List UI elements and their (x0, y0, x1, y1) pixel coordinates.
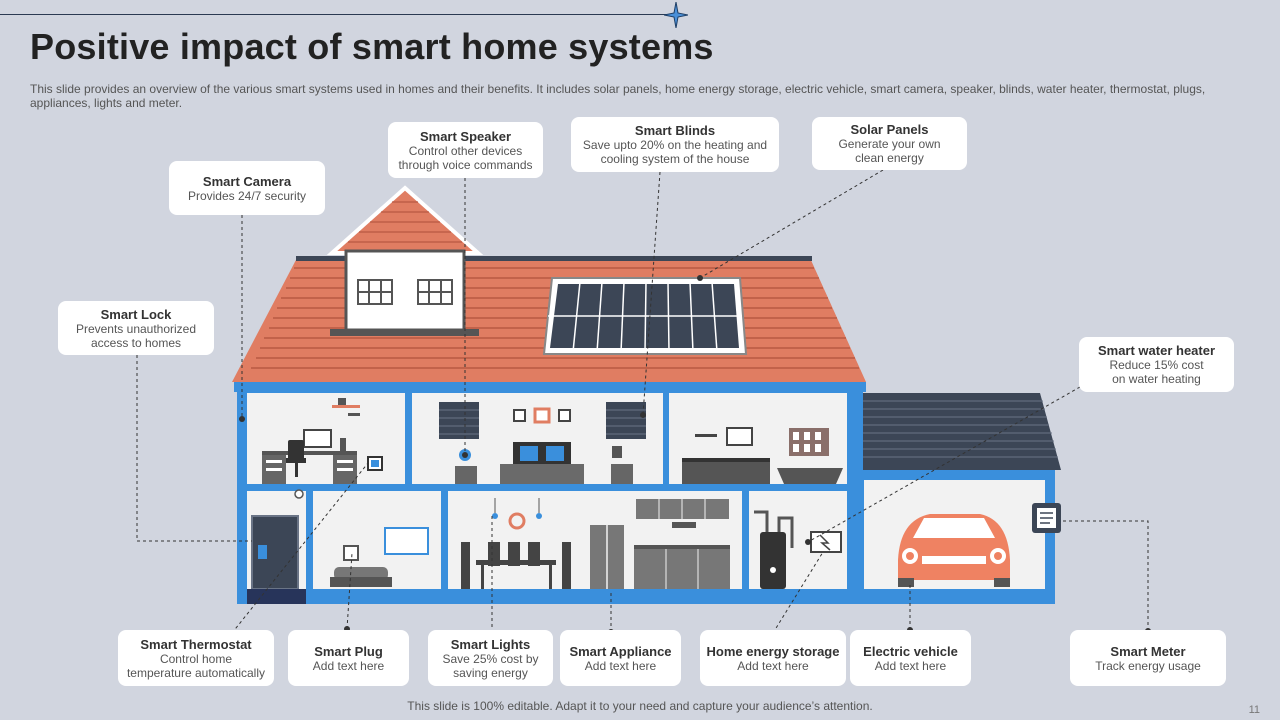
garage-roof (855, 393, 1061, 470)
card-electric-vehicle: Electric vehicle Add text here (850, 630, 971, 686)
card-title: Solar Panels (850, 122, 929, 137)
card-description: Prevents unauthorized access to homes (75, 321, 197, 350)
card-description: Add text here (584, 658, 657, 673)
card-smart-speaker: Smart Speaker Control other devices thro… (388, 122, 543, 178)
card-description: Save upto 20% on the heating and cooling… (582, 138, 768, 166)
card-solar-panels: Solar Panels Generate your own clean ene… (812, 117, 967, 170)
card-description: Add text here (874, 658, 947, 673)
card-title: Home energy storage (706, 643, 840, 659)
card-smart-lights: Smart Lights Save 25% cost by saving ene… (428, 630, 553, 686)
page-number: 11 (1248, 704, 1260, 716)
card-smart-plug: Smart Plug Add text here (288, 630, 409, 686)
dormer-windows (357, 279, 453, 305)
card-title: Smart Blinds (634, 123, 716, 138)
office-furniture (262, 398, 360, 484)
card-title: Smart Lights (450, 636, 531, 652)
smart-plug-device (343, 545, 359, 561)
smart-lock-device (258, 545, 267, 559)
card-description: Reduce 15% cost on water heating (1109, 358, 1204, 386)
card-description: Provides 24/7 security (187, 188, 307, 203)
card-title: Smart Plug (314, 643, 383, 659)
page-subtitle: This slide provides an overview of the v… (30, 82, 1206, 110)
electric-car (898, 514, 1010, 587)
card-description: Control home temperature automatically (126, 651, 266, 680)
card-smart-thermostat: Smart Thermostat Control home temperatur… (118, 630, 274, 686)
card-title: Smart Lock (100, 306, 172, 322)
bathroom-furniture (682, 427, 843, 484)
sparkle-star-icon (664, 2, 688, 28)
dormer-roof (326, 185, 484, 255)
page-title: Positive impact of smart home systems (30, 26, 714, 67)
card-description: Track energy usage (1095, 658, 1201, 673)
card-description: Control other devices through voice comm… (398, 143, 533, 172)
card-description: Generate your own clean energy (838, 137, 941, 165)
card-title: Smart Speaker (419, 128, 512, 144)
card-description: Save 25% cost by saving energy (442, 651, 539, 680)
card-smart-camera: Smart Camera Provides 24/7 security (169, 161, 325, 215)
card-smart-lock: Smart Lock Prevents unauthorized access … (58, 301, 214, 355)
water-heater-storage (754, 510, 842, 589)
card-title: Smart Thermostat (140, 636, 252, 652)
card-smart-appliance: Smart Appliance Add text here (560, 630, 681, 686)
card-title: Smart water heater (1097, 343, 1216, 358)
card-home-energy-storage: Home energy storage Add text here (700, 630, 846, 686)
card-smart-water-heater: Smart water heater Reduce 15% cost on wa… (1079, 337, 1234, 392)
card-title: Smart Appliance (569, 643, 672, 659)
card-title: Electric vehicle (863, 643, 958, 659)
card-description: Add text here (312, 658, 385, 673)
card-description: Add text here (737, 658, 809, 673)
card-smart-meter: Smart Meter Track energy usage (1070, 630, 1226, 686)
card-title: Smart Camera (202, 173, 292, 189)
card-smart-blinds: Smart Blinds Save upto 20% on the heatin… (571, 117, 779, 172)
bedroom-furniture (439, 402, 646, 484)
footer-note: This slide is 100% editable. Adapt it to… (407, 699, 873, 713)
top-rule-line (0, 14, 672, 15)
leader-lines (136, 169, 1149, 634)
card-title: Smart Meter (1110, 643, 1186, 659)
dining-kitchen (461, 498, 730, 589)
